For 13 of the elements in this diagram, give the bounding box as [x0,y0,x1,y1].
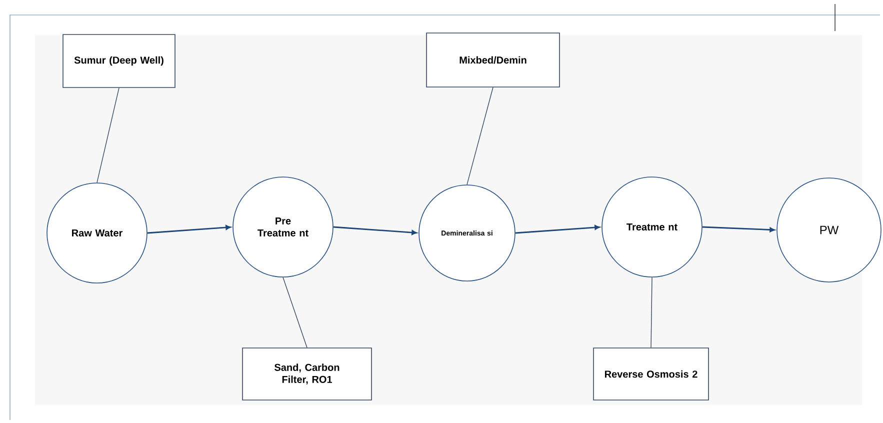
node-label: PW [820,226,839,234]
arrow [702,226,775,232]
arrow [147,225,231,234]
connector-line [650,277,652,348]
connector-line [466,87,494,185]
connector-line [96,88,120,183]
label-box: Mixbed/Demin [426,32,560,88]
connector-line [282,277,308,348]
label-box: Sumur (Deep Well) [62,34,176,88]
arrow [515,225,600,234]
label-box: Sand, Carbon Filter, RO1 [242,348,372,400]
label-box: Reverse Osmosis 2 [593,348,709,400]
arrow [333,226,417,235]
